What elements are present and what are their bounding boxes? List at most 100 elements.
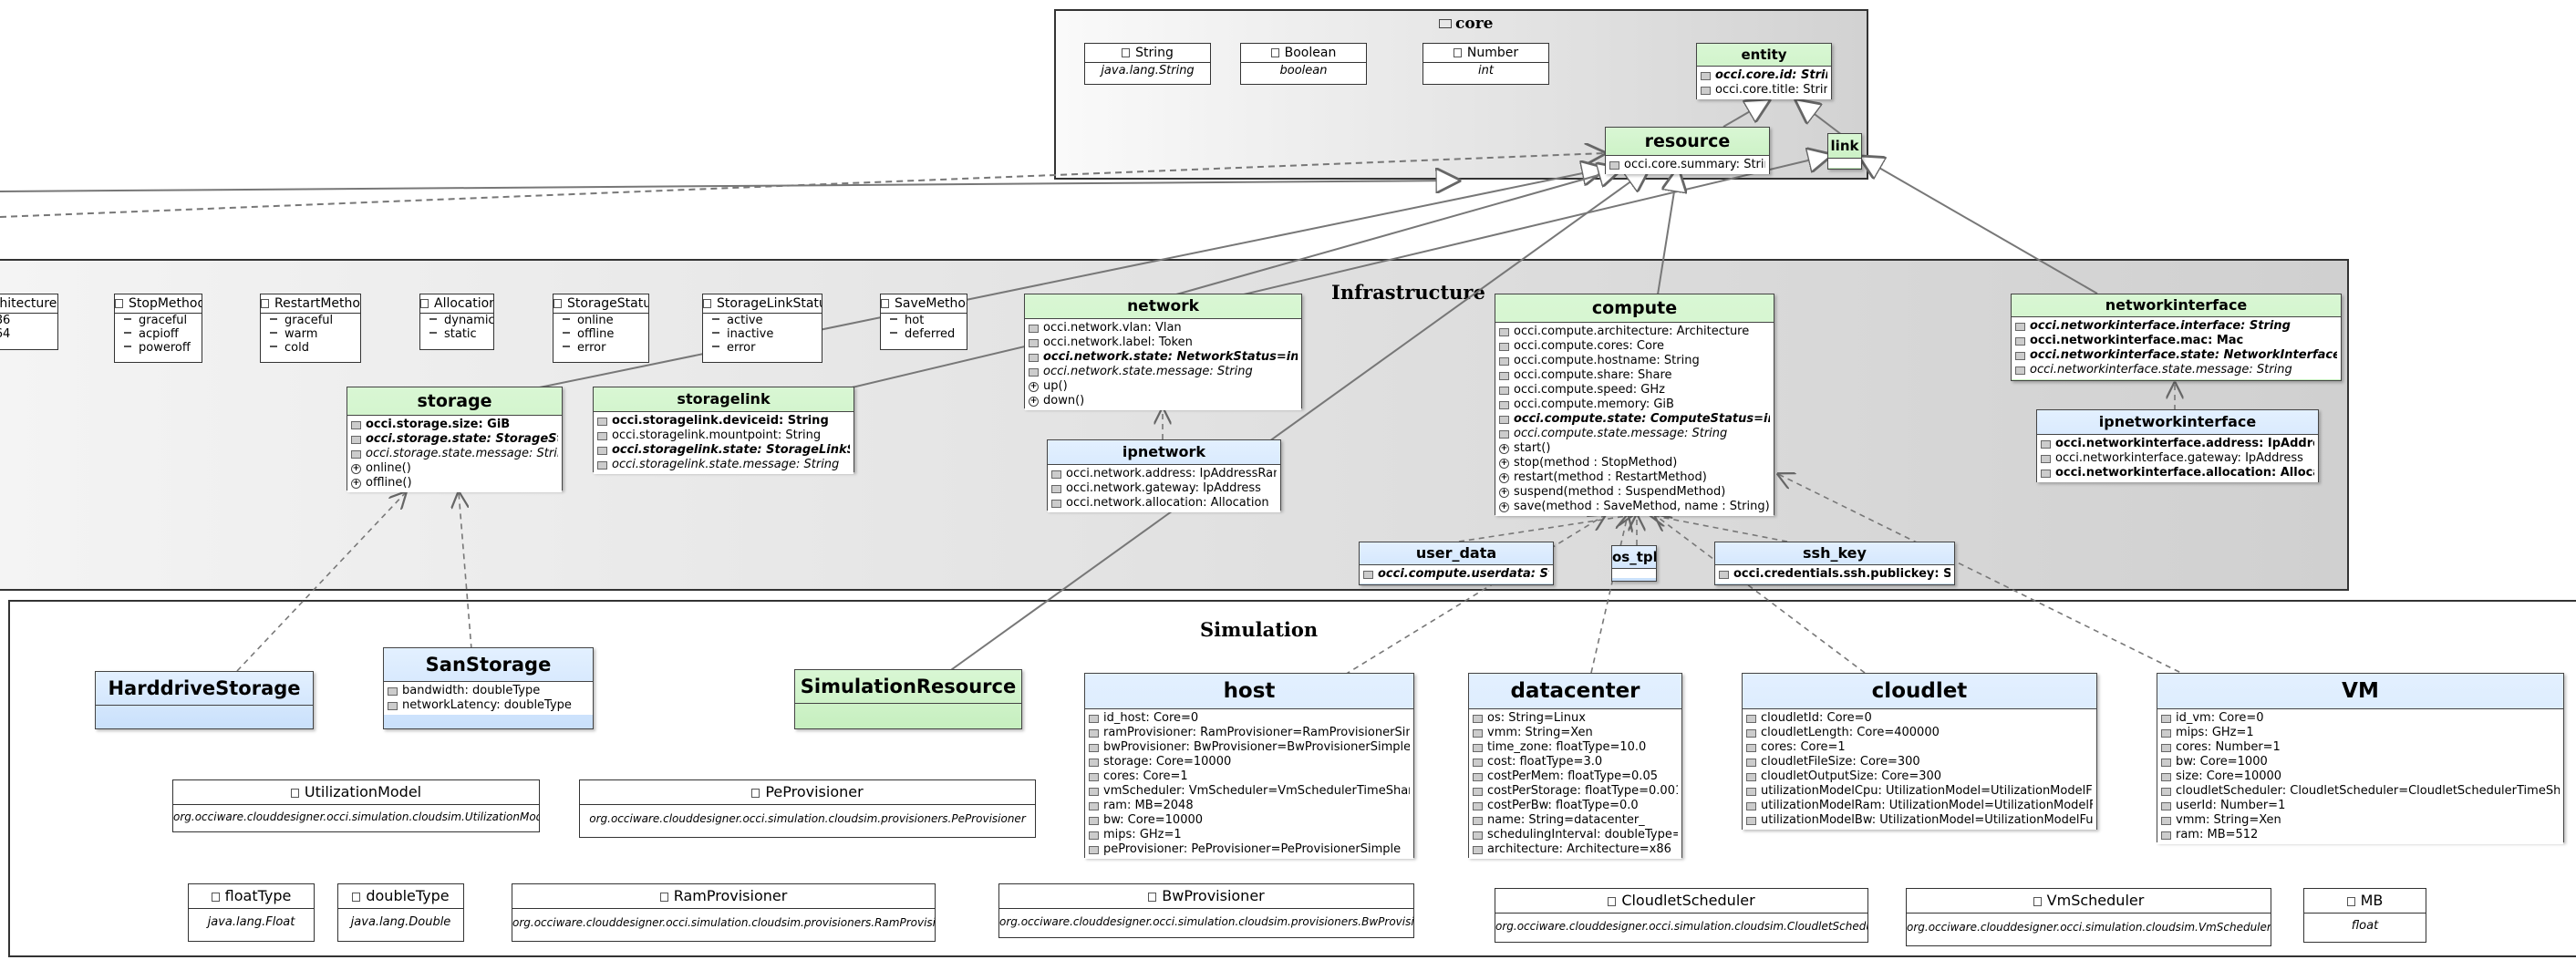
enum-storagelinkstatus[interactable]: StorageLinkStatus active inactive error [702, 294, 822, 363]
enum-storagestatus[interactable]: StorageStatus online offline error [553, 294, 649, 363]
class-host[interactable]: host id_host: Core=0 ramProvisioner: Ram… [1084, 673, 1414, 859]
attribute-icon [2161, 816, 2171, 825]
attribute: occi.compute.userdata: String [1363, 567, 1549, 582]
attribute-icon [1499, 386, 1509, 395]
attribute-icon [1363, 570, 1373, 579]
attribute-icon [1473, 772, 1483, 781]
enum-icon [881, 299, 889, 308]
class-vm[interactable]: VM id_vm: Core=0 mips: GHz=1 cores: Numb… [2157, 673, 2564, 844]
class-cloudlet[interactable]: cloudlet cloudletId: Core=0 cloudletLeng… [1742, 673, 2097, 830]
class-harddrivestorage[interactable]: HarddriveStorage [95, 671, 314, 729]
datatype-instance-type: java.lang.String [1101, 64, 1195, 77]
class-simulationresource[interactable]: SimulationResource [794, 669, 1022, 729]
enum-allocation[interactable]: Allocation dynamic static [419, 294, 494, 350]
edge-datacenter-compute [1590, 515, 1628, 674]
attribute: ramProvisioner: RamProvisioner=RamProvis… [1089, 726, 1410, 740]
datatype-doubletype[interactable]: doubleType java.lang.Double [337, 883, 464, 942]
attribute: cloudletId: Core=0 [1746, 711, 2093, 726]
enum-stopmethod[interactable]: StopMethod graceful acpioff poweroff [114, 294, 202, 363]
edge-storage-resource [428, 169, 1605, 411]
datatype-mb[interactable]: MB float [2303, 888, 2426, 943]
attribute-icon [1089, 816, 1099, 825]
attribute: cloudletLength: Core=400000 [1746, 726, 2093, 740]
enum-literal: inactive [703, 327, 822, 341]
core-package-title: core [1455, 15, 1494, 33]
datatype-number[interactable]: Number int [1422, 43, 1549, 85]
class-ipnetworkinterface[interactable]: ipnetworkinterface occi.networkinterface… [2036, 409, 2319, 482]
attribute: occi.network.label: Token [1029, 335, 1298, 350]
enum-literal: cold [261, 341, 360, 355]
datatype-cloudletscheduler[interactable]: CloudletScheduler org.occiware.clouddesi… [1495, 888, 1868, 943]
attribute: cloudletFileSize: Core=300 [1746, 755, 2093, 769]
attribute-icon [1701, 71, 1711, 80]
class-storage[interactable]: storage occi.storage.size: GiB occi.stor… [347, 387, 563, 492]
attribute: occi.networkinterface.interface: String [2015, 319, 2337, 334]
enum-literal: warm [261, 327, 360, 341]
edge-networkinterface-link [1860, 157, 2098, 294]
class-entity[interactable]: entity occi.core.id: String occi.core.ti… [1696, 43, 1832, 99]
enum-literal: poweroff [115, 341, 202, 355]
enum-literal: dynamic [420, 314, 493, 327]
datatype-floattype[interactable]: floatType java.lang.Float [188, 883, 315, 942]
attribute-icon [1089, 728, 1099, 738]
attribute: occi.compute.cores: Core [1499, 339, 1770, 354]
attribute-icon [2161, 831, 2171, 840]
class-user-data[interactable]: user_data occi.compute.userdata: String [1359, 542, 1554, 585]
enum-literal: active [703, 314, 822, 327]
datatype-bwprovisioner[interactable]: BwProvisioner org.occiware.clouddesigner… [998, 883, 1414, 938]
class-ipnetwork[interactable]: ipnetwork occi.network.address: IpAddres… [1047, 439, 1281, 512]
class-sanstorage[interactable]: SanStorage bandwidth: doubleType network… [383, 647, 594, 729]
class-datacenter[interactable]: datacenter os: String=Linux vmm: String=… [1468, 673, 1682, 859]
datatype-vmscheduler[interactable]: VmScheduler org.occiware.clouddesigner.o… [1906, 888, 2271, 946]
attribute-icon [1499, 327, 1509, 336]
datatype-name: BwProvisioner [1162, 887, 1265, 904]
attribute: cores: Core=1 [1089, 769, 1410, 784]
attribute: networkLatency: doubleType [388, 698, 589, 713]
datatype-instance-type: float [2351, 919, 2379, 933]
datatype-name: String [1135, 46, 1174, 60]
attribute: occi.networkinterface.state: NetworkInte… [2015, 348, 2337, 363]
attribute: occi.storage.state.message: String [351, 447, 558, 461]
datatype-name: VmScheduler [2046, 892, 2145, 909]
class-name: compute [1495, 294, 1774, 323]
datatype-utilizationmodel[interactable]: UtilizationModel org.occiware.clouddesig… [172, 779, 540, 832]
enum-architecture[interactable]: Architecture x86 x64 [0, 294, 58, 350]
class-compute[interactable]: compute occi.compute.architecture: Archi… [1495, 294, 1774, 516]
class-storagelink[interactable]: storagelink occi.storagelink.deviceid: S… [593, 387, 854, 474]
operation-icon: + [1499, 501, 1509, 512]
attribute: occi.compute.state.message: String [1499, 427, 1770, 441]
datatype-boolean[interactable]: Boolean boolean [1240, 43, 1367, 85]
edge-harddrive-storage [236, 492, 406, 672]
datatype-peprovisioner[interactable]: PeProvisioner org.occiware.clouddesigner… [579, 779, 1036, 838]
attribute: bw: Core=1000 [2161, 755, 2560, 769]
datatype-instance-type: org.occiware.clouddesigner.occi.simulati… [1907, 921, 2271, 934]
operation: +save(method : SaveMethod, name : String… [1499, 500, 1770, 513]
attribute-icon [1609, 160, 1619, 170]
attribute: occi.network.state: NetworkStatus=inacti… [1029, 350, 1298, 365]
attribute-icon [1473, 728, 1483, 738]
attribute-icon [2161, 787, 2171, 796]
attribute-icon [2161, 801, 2171, 810]
class-link[interactable]: link [1827, 133, 1862, 170]
attribute-icon [388, 686, 398, 696]
class-network[interactable]: network occi.network.vlan: Vlan occi.net… [1024, 294, 1302, 410]
attribute-icon [597, 446, 607, 455]
enum-savemethod[interactable]: SaveMethod hot deferred [880, 294, 967, 350]
class-networkinterface[interactable]: networkinterface occi.networkinterface.i… [2011, 294, 2342, 381]
attribute: costPerStorage: floatType=0.001 [1473, 784, 1678, 799]
attribute: occi.network.state.message: String [1029, 365, 1298, 379]
attribute: cost: floatType=3.0 [1473, 755, 1678, 769]
class-resource[interactable]: resource occi.core.summary: String [1605, 127, 1770, 174]
class-ssh-key[interactable]: ssh_key occi.credentials.ssh.publickey: … [1714, 542, 1955, 585]
attribute: occi.networkinterface.allocation: Alloca… [2041, 466, 2314, 480]
class-os-tpl[interactable]: os_tpl [1611, 545, 1657, 582]
enum-restartmethod[interactable]: RestartMethod graceful warm cold [260, 294, 361, 363]
datatype-string[interactable]: String java.lang.String [1084, 43, 1211, 85]
attribute: occi.credentials.ssh.publickey: String [1719, 567, 1950, 582]
datatype-ramprovisioner[interactable]: RamProvisioner org.occiware.clouddesigne… [512, 883, 936, 942]
datatype-icon [1148, 893, 1157, 902]
edge-network-resource [1175, 169, 1621, 295]
attribute: vmScheduler: VmScheduler=VmSchedulerTime… [1089, 784, 1410, 799]
attribute: occi.networkinterface.gateway: IpAddress [2041, 451, 2314, 466]
